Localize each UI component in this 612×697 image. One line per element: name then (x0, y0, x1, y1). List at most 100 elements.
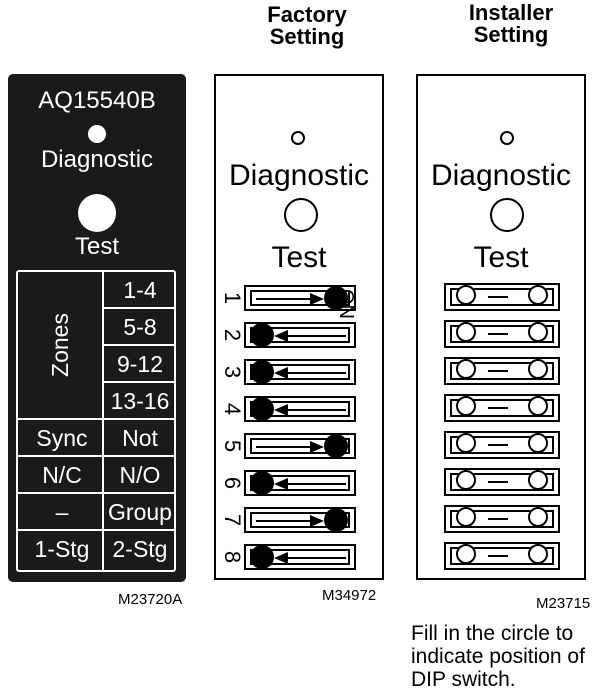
grid-divider (102, 381, 174, 383)
dip-switch-slot (250, 438, 350, 454)
blank-dip-switch-8 (444, 542, 560, 570)
blank-dip-switch-2 (444, 320, 560, 348)
empty-circle-icon (528, 322, 548, 342)
grid-divider (18, 418, 174, 420)
arrow-shaft (286, 372, 346, 374)
switch-knob-icon (250, 360, 274, 384)
installer-setting-panel: Diagnostic Test (416, 74, 586, 580)
switch-knob-icon (250, 397, 274, 421)
installer-heading-line1: Installer (468, 0, 554, 25)
factory-test-text: Test (271, 241, 327, 274)
empty-circle-icon (456, 322, 476, 342)
dip-switch-number: 5 (220, 439, 245, 453)
empty-circle-icon (528, 359, 548, 379)
dash-line (488, 444, 508, 446)
dip-switch-number: 1 (220, 291, 245, 305)
empty-circle-icon (528, 544, 548, 564)
empty-circle-icon (456, 433, 476, 453)
arrow-left-icon (274, 404, 288, 416)
label-test-text: Test (74, 233, 119, 260)
arrow-shaft (256, 298, 312, 300)
arrow-right-icon (310, 293, 324, 305)
grid-divider (102, 307, 174, 309)
dip-switch-number: 2 (220, 328, 245, 342)
switch-knob-icon (324, 508, 348, 532)
factory-heading: Factory Setting (248, 4, 366, 48)
empty-circle-icon (528, 433, 548, 453)
factory-part-code: M34972 (322, 587, 377, 604)
dip-switch-number: 7 (220, 513, 245, 527)
dip-switch-slot (450, 547, 554, 565)
dip-switch-2 (244, 322, 356, 348)
arrow-shaft (286, 335, 346, 337)
product-label: AQ15540B Diagnostic Test Zones 1-4 5-8 9… (8, 74, 186, 582)
factory-heading-line2: Setting (269, 24, 345, 49)
dip-switch-slot (450, 473, 554, 491)
dip-switch-5 (244, 433, 356, 459)
grid-divider (102, 344, 174, 346)
grid-divider (102, 418, 104, 570)
on-label: ON (335, 289, 357, 319)
arrow-left-icon (274, 367, 288, 379)
label-settings-grid: Zones 1-4 5-8 9-12 13-16 Sync Not N/C N/… (16, 270, 176, 572)
empty-circle-icon (456, 359, 476, 379)
dip-switch-6 (244, 470, 356, 496)
model-number: AQ15540B (38, 87, 156, 114)
empty-circle-icon (456, 544, 476, 564)
test-button-icon (78, 194, 116, 232)
dip-switch-4 (244, 396, 356, 422)
arrow-shaft (256, 446, 312, 448)
dip-switch-1 (244, 285, 356, 311)
empty-circle-icon (528, 470, 548, 490)
dip-switch-7 (244, 507, 356, 533)
test-button-icon (490, 198, 524, 232)
instruction-note: Fill in the circle to indicate position … (411, 622, 585, 691)
option-right: Not (122, 425, 158, 451)
dip-switch-number: 8 (220, 550, 245, 564)
zone-row: 9-12 (116, 351, 164, 377)
switch-knob-icon (324, 286, 348, 310)
installer-test-text: Test (473, 241, 529, 274)
switch-knob-icon (250, 323, 274, 347)
empty-circle-icon (528, 396, 548, 416)
test-button-icon (284, 198, 318, 232)
dip-switch-slot (450, 288, 554, 306)
blank-dip-switch-4 (444, 394, 560, 422)
dash-line (488, 555, 508, 557)
dash-line (488, 370, 508, 372)
dip-switch-number: 4 (220, 402, 245, 416)
option-left: Sync (36, 425, 88, 451)
zone-row: 1-4 (123, 277, 157, 303)
dash-line (488, 296, 508, 298)
dip-switch-slot (450, 362, 554, 380)
empty-circle-icon (456, 470, 476, 490)
factory-heading-line1: Factory (267, 2, 347, 27)
arrow-shaft (286, 557, 346, 559)
dip-switch-3 (244, 359, 356, 385)
arrow-left-icon (274, 478, 288, 490)
switch-knob-icon (250, 471, 274, 495)
grid-divider (18, 529, 174, 531)
dash-line (488, 518, 508, 520)
dip-switch-slot (450, 510, 554, 528)
label-part-code: M23720A (118, 591, 183, 608)
arrow-right-icon (310, 515, 324, 527)
blank-dip-switch-7 (444, 505, 560, 533)
dash-line (488, 481, 508, 483)
option-left: N/C (42, 462, 82, 488)
dash-line (488, 333, 508, 335)
empty-circle-icon (456, 285, 476, 305)
diagnostic-led-icon (88, 125, 106, 143)
blank-dip-switch-6 (444, 468, 560, 496)
installer-heading-line2: Setting (473, 22, 549, 47)
blank-dip-switch-5 (444, 431, 560, 459)
factory-diagnostic-text: Diagnostic (228, 159, 370, 192)
option-right: Group (108, 499, 172, 525)
blank-dip-switch-3 (444, 357, 560, 385)
blank-dip-switch-1 (444, 283, 560, 311)
installer-diagnostic-text: Diagnostic (430, 159, 572, 192)
switch-knob-icon (250, 545, 274, 569)
option-right: N/O (119, 462, 161, 488)
arrow-right-icon (310, 441, 324, 453)
